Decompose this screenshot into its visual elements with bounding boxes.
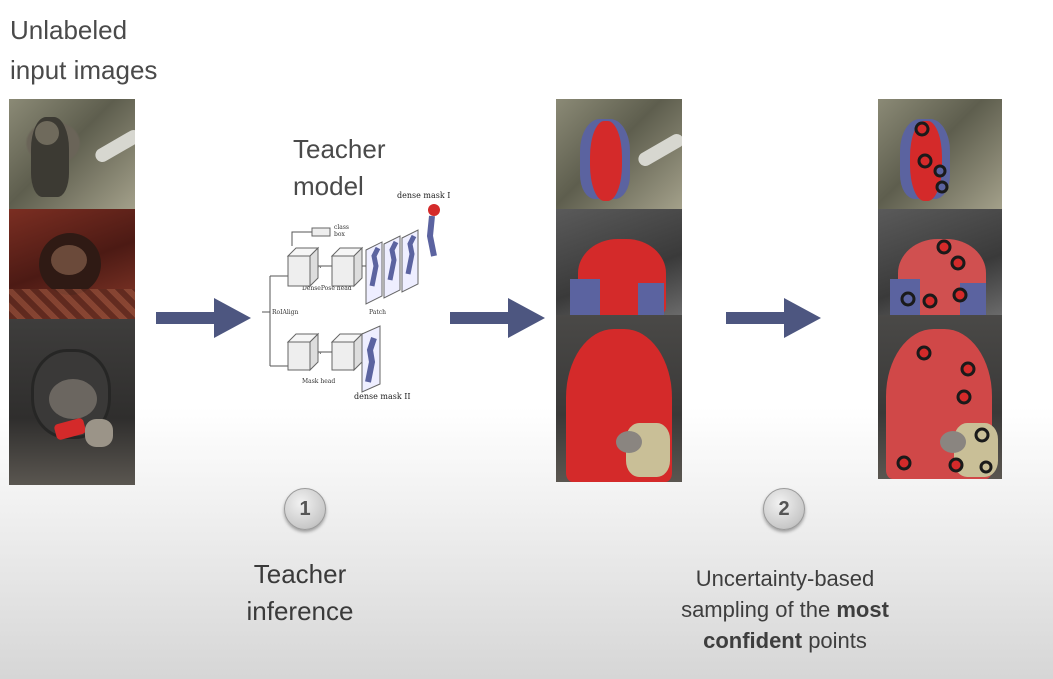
input-image-chimp-3 [9, 319, 135, 485]
arrow-right-icon [726, 298, 821, 338]
sampled-points-overlay [896, 121, 993, 474]
dense-mask-1-label: dense mask I [397, 191, 450, 200]
inference-image-1 [556, 99, 682, 209]
unlabeled-title: Unlabeled input images [10, 15, 158, 85]
teacher-model-title: Teacher model [293, 134, 386, 201]
sampled-image-2 [878, 209, 1002, 315]
sampled-points-strip [878, 99, 1002, 479]
step-1-badge: 1 [284, 488, 326, 530]
teacher-inference-strip [556, 99, 682, 482]
svg-text:Patch: Patch [369, 309, 386, 316]
step-2-label: Uncertainty-based sampling of the most c… [681, 566, 889, 653]
teacher-network-diagram: dense mask I dense mask II class box con… [262, 191, 450, 401]
step-1-label: Teacher inference [246, 559, 354, 626]
sampled-image-3 [878, 315, 1002, 479]
inference-image-3 [556, 315, 682, 482]
svg-text:box: box [334, 231, 345, 238]
arrow-right-icon [450, 298, 545, 338]
svg-text:DensePose head: DensePose head [302, 285, 352, 292]
input-image-chimp-1 [9, 99, 135, 209]
svg-text:Mask head: Mask head [302, 378, 335, 385]
step-2-badge: 2 [763, 488, 805, 530]
input-image-strip [9, 99, 135, 485]
svg-text:RoIAlign: RoIAlign [272, 309, 299, 316]
inference-image-2 [556, 209, 682, 315]
arrow-right-icon [156, 298, 251, 338]
input-image-chimp-2 [9, 209, 135, 319]
dense-mask-2-label: dense mask II [354, 392, 411, 401]
svg-text:class: class [334, 224, 349, 231]
